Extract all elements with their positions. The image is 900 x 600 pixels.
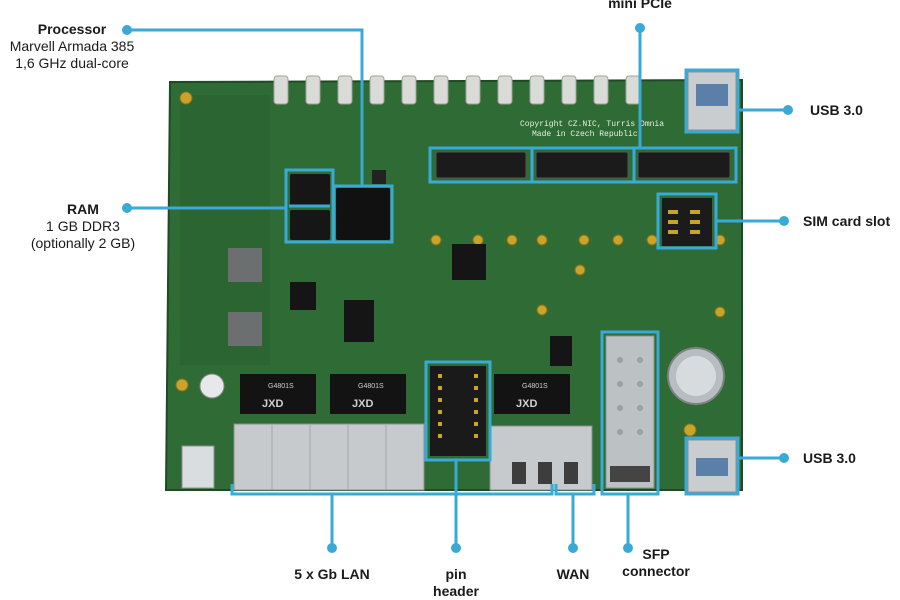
ram-line1: 1 GB DDR3 — [46, 218, 120, 234]
sfp-line2: connector — [622, 563, 690, 579]
callout-dot-icon — [783, 105, 793, 115]
callout-overlay — [127, 28, 788, 548]
ram-label: RAM 1 GB DDR3 (optionally 2 GB) — [10, 201, 156, 252]
ram-line2: (optionally 2 GB) — [30, 235, 136, 251]
pcb-board-image: Copyright CZ.NIC, Turris Omnia Made in C… — [164, 71, 743, 493]
processor-title: Processor — [37, 21, 107, 37]
magnetic-label-3: JXD — [516, 398, 537, 410]
sfp-line1: SFP — [642, 546, 670, 562]
magnetic-label-1: JXD — [262, 398, 283, 410]
magnetic-part-3: G4801S — [522, 383, 548, 390]
pin-header-line1: pin — [445, 566, 467, 582]
processor-line2: 1,6 GHz dual-core — [15, 55, 129, 71]
wan-bracket — [554, 484, 596, 496]
wan-title: WAN — [556, 566, 590, 582]
ram-title: RAM — [67, 201, 99, 217]
processor-line1: Marvell Armada 385 — [9, 38, 135, 54]
lan-bracket — [230, 484, 554, 496]
callout-dot-icon — [779, 216, 789, 226]
callout-dot-icon — [327, 543, 337, 553]
board-copyright-text: Copyright CZ.NIC, Turris Omnia — [520, 120, 664, 129]
callout-dots — [122, 23, 793, 553]
sim-title: SIM card slot — [803, 213, 891, 229]
sfp-highlight-box — [600, 330, 660, 496]
mini-pcie-title: mini PCIe — [608, 0, 672, 11]
usb-bottom-title: USB 3.0 — [803, 450, 856, 466]
processor-leader — [127, 28, 364, 186]
magnetic-part-1: G4801S — [268, 383, 294, 390]
usb-top-label: USB 3.0 — [810, 102, 863, 119]
callout-dot-icon — [635, 23, 645, 33]
pin-header-line2: header — [433, 583, 479, 599]
usb-bottom-label: USB 3.0 — [803, 450, 856, 467]
usb-top-title: USB 3.0 — [810, 102, 863, 118]
callout-dot-icon — [623, 543, 633, 553]
callout-dot-icon — [779, 453, 789, 463]
callout-dot-icon — [451, 543, 461, 553]
lan-title: 5 x Gb LAN — [294, 566, 370, 582]
usb-bottom-highlight-box — [684, 436, 740, 496]
callout-dot-icon — [122, 25, 132, 35]
magnetic-label-2: JXD — [352, 398, 373, 410]
callout-dot-icon — [568, 543, 578, 553]
usb-top-highlight-box — [684, 68, 740, 134]
lan-label: 5 x Gb LAN — [272, 566, 392, 583]
pin-header-highlight-box — [424, 360, 492, 462]
board-made-in-text: Made in Czech Republic — [532, 130, 638, 139]
magnetic-part-2: G4801S — [358, 383, 384, 390]
callout-dot-icon — [122, 203, 132, 213]
mini-pcie-label: mini PCIe — [580, 0, 700, 12]
mini-pcie-highlight-box — [428, 146, 738, 184]
pin-header-label: pin header — [416, 566, 496, 600]
sfp-label: SFP connector — [606, 546, 706, 580]
sim-label: SIM card slot — [803, 213, 890, 230]
wan-label: WAN — [533, 566, 613, 583]
processor-label: Processor Marvell Armada 385 1,6 GHz dua… — [0, 21, 144, 72]
